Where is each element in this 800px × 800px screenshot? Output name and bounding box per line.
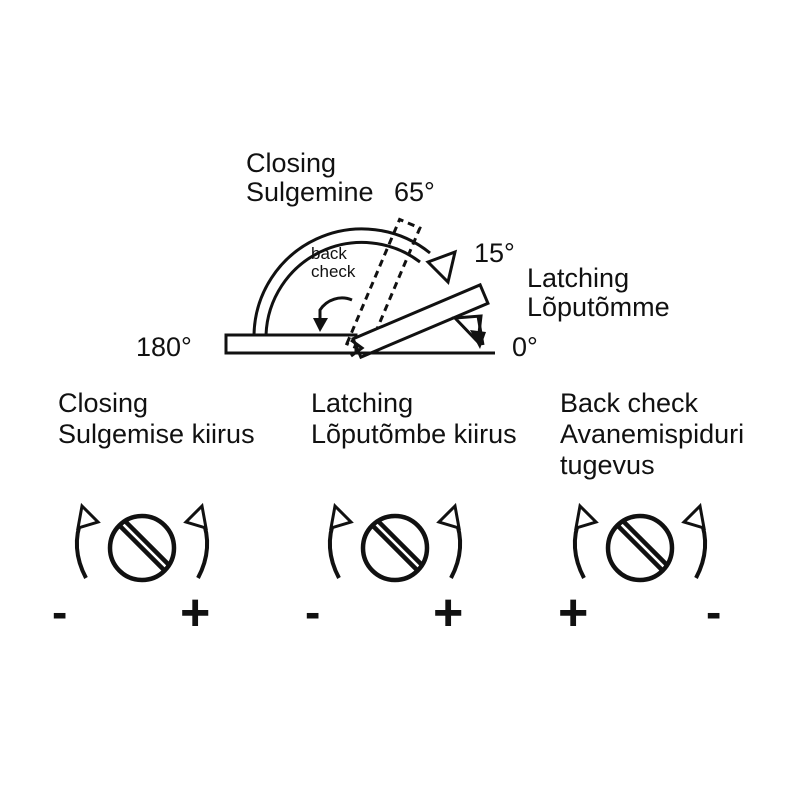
closing-arc-inner: [264, 240, 421, 336]
adjuster-title: Latching: [311, 388, 413, 418]
angle-0-label: 0°: [512, 332, 538, 362]
door-swing-diagram: [224, 217, 495, 360]
valve-screw-icon: [360, 513, 430, 583]
adjuster-title: Back check: [560, 388, 699, 418]
valve-screw-icon: [605, 513, 675, 583]
back-check-arrow: [318, 296, 353, 326]
door-15: [351, 282, 490, 360]
back-check-label-1: back: [311, 244, 347, 263]
angle-65-label: 65°: [394, 177, 435, 207]
sign-right: +: [180, 584, 210, 642]
rotate-left-arrow-icon: [572, 502, 599, 579]
adjuster-latching: Latching Lõputõmbe kiirus - +: [305, 388, 517, 642]
rotate-right-arrow-icon: [436, 502, 463, 579]
back-check-arrowhead: [313, 318, 328, 332]
closing-arrowhead: [425, 249, 458, 285]
latching-arrowhead-2: [470, 330, 486, 349]
sign-left: -: [305, 586, 320, 638]
back-check-label-2: check: [311, 262, 356, 281]
adjuster-subtitle-2: tugevus: [560, 450, 655, 480]
closing-label-et: Sulgemine: [246, 177, 374, 207]
closing-arc-outer: [252, 227, 431, 336]
rotate-right-arrow-icon: [681, 502, 708, 579]
door-180: [224, 333, 358, 355]
sign-right: -: [706, 586, 721, 638]
adjuster-subtitle: Sulgemise kiirus: [58, 419, 255, 449]
latching-label-et: Lõputõmme: [527, 292, 670, 322]
angle-180-label: 180°: [136, 332, 192, 362]
latching-label: Latching: [527, 263, 629, 293]
adjuster-back-check: Back check Avanemispiduri tugevus + -: [558, 388, 744, 642]
rotate-left-arrow-icon: [74, 502, 101, 579]
pivot-marker: [350, 338, 365, 358]
adjuster-subtitle: Avanemispiduri: [560, 419, 744, 449]
closing-label: Closing: [246, 148, 336, 178]
adjuster-title: Closing: [58, 388, 148, 418]
valve-screw-icon: [107, 513, 177, 583]
sign-left: +: [558, 584, 588, 642]
adjuster-subtitle: Lõputõmbe kiirus: [311, 419, 517, 449]
adjuster-closing: Closing Sulgemise kiirus - +: [52, 388, 255, 642]
angle-15-label: 15°: [474, 238, 515, 268]
sign-left: -: [52, 586, 67, 638]
sign-right: +: [433, 584, 463, 642]
rotate-right-arrow-icon: [183, 502, 210, 579]
rotate-left-arrow-icon: [327, 502, 354, 579]
